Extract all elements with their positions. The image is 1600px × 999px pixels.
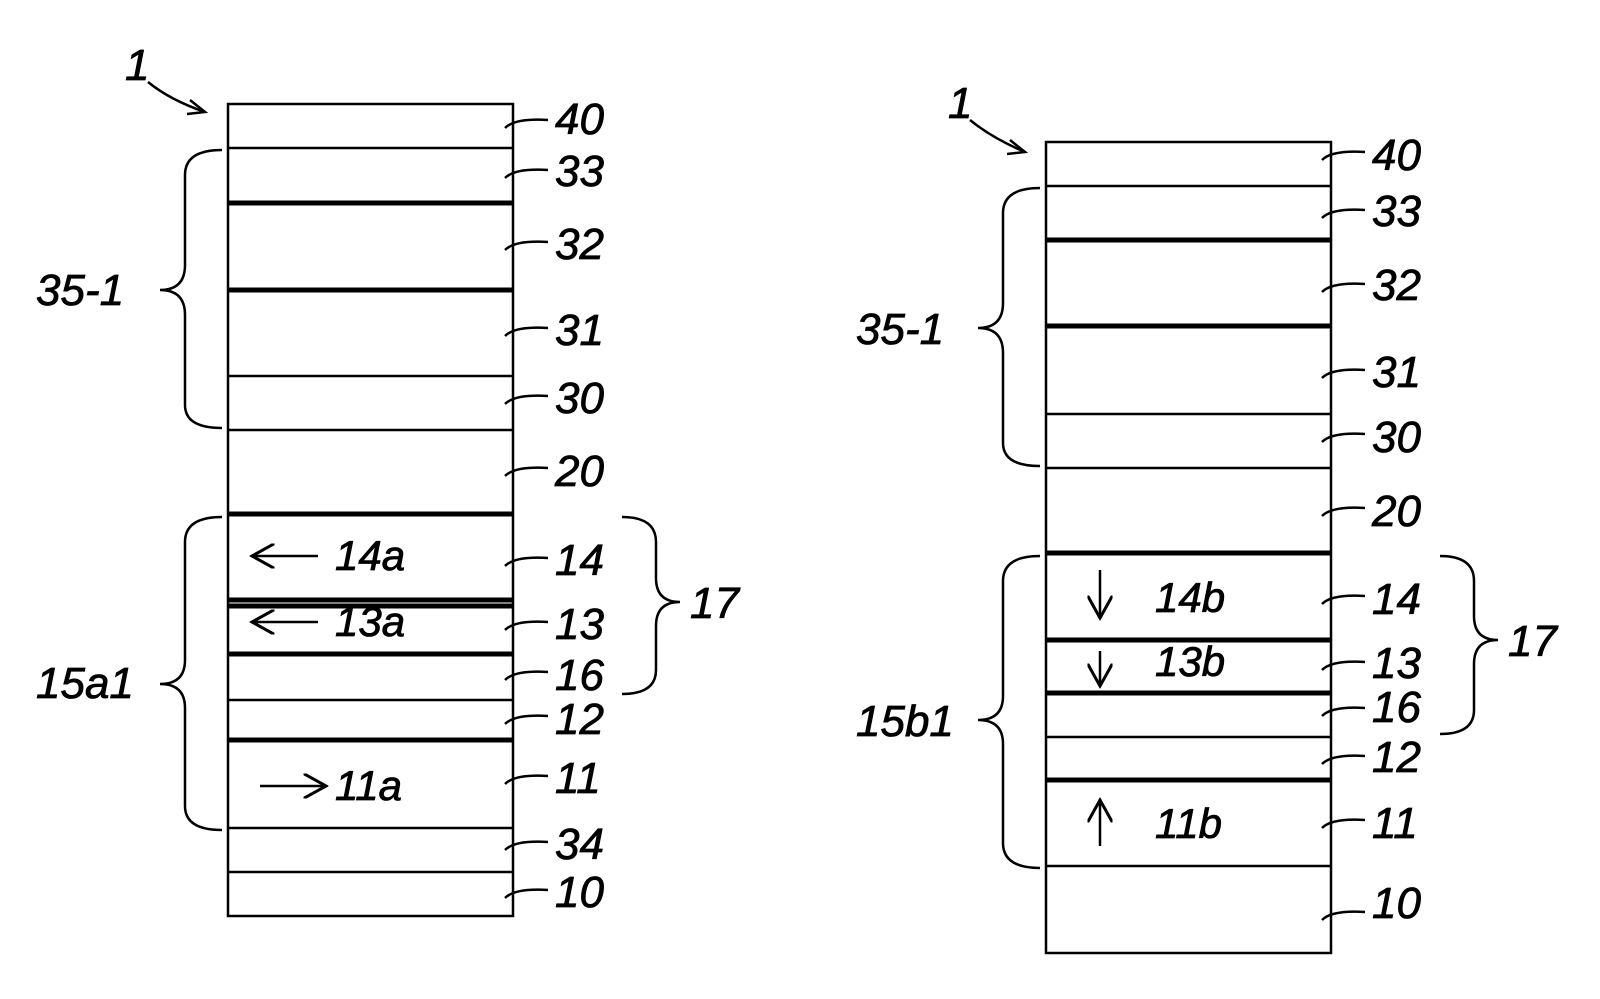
left-layer-label: 14 — [555, 536, 604, 585]
left-layer-label: 20 — [554, 447, 604, 496]
right-arrow-label: 13b — [1155, 638, 1225, 685]
right-layer-label: 11 — [1372, 799, 1418, 848]
right-group-label-right: 17 — [1508, 617, 1558, 666]
left-arrow-label: 13a — [335, 598, 405, 645]
left-ref-label: 1 — [125, 41, 149, 90]
left-layer-label: 34 — [555, 820, 604, 869]
right-group-label-upper: 35-1 — [856, 305, 944, 354]
left-layer-label: 12 — [555, 695, 604, 744]
left-layer-label: 32 — [555, 220, 604, 269]
left-group-label-lower: 15a1 — [36, 659, 134, 708]
right-layer-label: 31 — [1372, 348, 1421, 397]
right-layer-label: 14 — [1372, 575, 1421, 624]
left-layer-label: 33 — [555, 147, 604, 196]
right-layer-label: 13 — [1372, 639, 1421, 688]
right-arrow-label: 14b — [1155, 574, 1225, 621]
left-layer-label: 16 — [555, 651, 604, 700]
right-layer-label: 40 — [1372, 131, 1421, 180]
right-brace-right — [1440, 556, 1498, 734]
left-layer-label: 40 — [555, 95, 604, 144]
right-layer-label: 12 — [1372, 733, 1421, 782]
left-layer-label: 10 — [555, 868, 604, 917]
left-group-label-right: 17 — [690, 579, 740, 628]
right-layer-label: 20 — [1371, 487, 1421, 536]
left-ref-arrow — [148, 82, 205, 112]
left-layer-label: 13 — [555, 600, 604, 649]
right-brace-lower — [978, 556, 1040, 868]
right-group-label-lower: 15b1 — [856, 697, 954, 746]
left-arrow-label: 14a — [335, 532, 405, 579]
left-figure: 1 — [36, 41, 740, 917]
right-ref-arrow — [970, 120, 1025, 152]
right-layer-label: 10 — [1372, 879, 1421, 928]
left-layer-label: 31 — [555, 306, 604, 355]
left-group-label-upper: 35-1 — [36, 266, 124, 315]
left-brace-right — [622, 517, 680, 694]
left-layer-label: 11 — [555, 754, 601, 803]
right-layer-label: 16 — [1372, 683, 1421, 732]
right-ref-label: 1 — [948, 79, 972, 128]
right-figure: 1 40 33 32 31 — [856, 79, 1558, 953]
right-layer-label: 30 — [1372, 413, 1421, 462]
right-arrow-label: 11b — [1155, 800, 1222, 847]
left-brace-upper — [160, 150, 222, 428]
right-layer-label: 33 — [1372, 187, 1421, 236]
right-brace-upper — [978, 188, 1040, 466]
left-layer-label: 30 — [555, 374, 604, 423]
left-arrow-label: 11a — [335, 762, 402, 809]
left-brace-lower — [160, 517, 222, 830]
right-layer-label: 32 — [1372, 261, 1421, 310]
